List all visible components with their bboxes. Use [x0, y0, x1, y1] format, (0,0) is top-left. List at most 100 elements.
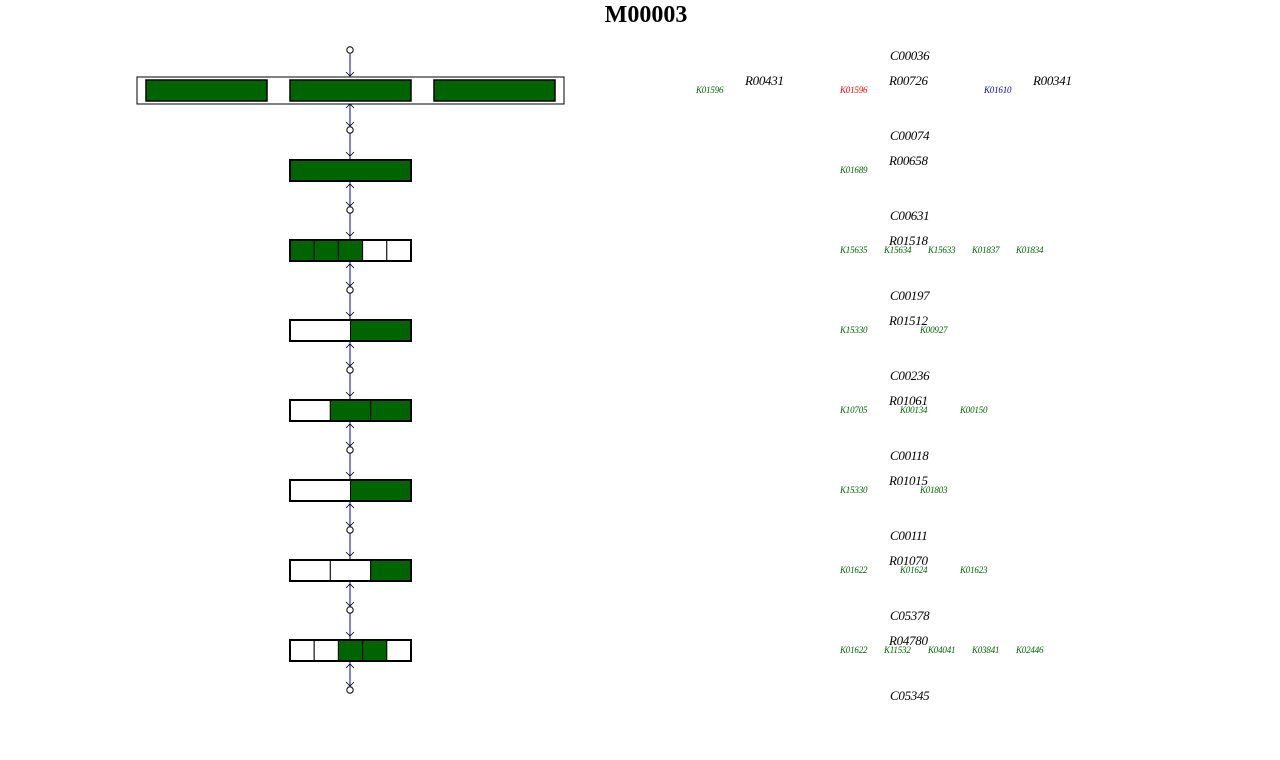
arrowhead [345, 471, 355, 477]
arrowhead [345, 281, 355, 287]
step-box[interactable] [362, 239, 388, 262]
ko-label[interactable]: K01610 [983, 85, 1012, 95]
ko-label[interactable]: K01803 [919, 485, 948, 495]
reaction-label[interactable]: R01518 [888, 233, 929, 248]
step-box[interactable] [337, 639, 364, 662]
compound-node[interactable] [346, 526, 354, 534]
compound-label[interactable]: C00118 [890, 448, 930, 463]
step-box-frame [289, 559, 412, 582]
ko-label[interactable]: K01623 [959, 565, 988, 575]
ko-label[interactable]: K15634 [883, 245, 912, 255]
ko-label[interactable]: K00927 [919, 325, 948, 335]
step-box[interactable] [350, 479, 412, 502]
ko-label[interactable]: K01622 [839, 565, 868, 575]
step-box[interactable] [370, 559, 412, 582]
ko-label[interactable]: K01689 [839, 165, 868, 175]
compound-node[interactable] [346, 46, 354, 54]
compound-label[interactable]: C00197 [890, 288, 930, 303]
step-box[interactable] [386, 239, 412, 262]
compound-node[interactable] [346, 446, 354, 454]
step-boxes [136, 76, 565, 662]
compound-label[interactable]: C00036 [890, 48, 930, 63]
ko-label[interactable]: K15330 [839, 325, 868, 335]
arrowhead [345, 311, 355, 317]
step-box[interactable] [289, 319, 351, 342]
arrowhead [345, 121, 355, 127]
arrowhead [345, 631, 355, 637]
step-box[interactable] [329, 559, 372, 582]
arrowhead [345, 343, 355, 349]
ko-label[interactable]: K01834 [1015, 245, 1044, 255]
arrowhead [345, 681, 355, 687]
compound-node[interactable] [346, 206, 354, 214]
arrowhead [345, 583, 355, 589]
compound-node[interactable] [346, 606, 354, 614]
compound-label[interactable]: C05345 [890, 688, 930, 703]
compound-label[interactable]: C00631 [890, 208, 930, 223]
ko-label[interactable]: K01624 [899, 565, 928, 575]
step-box[interactable] [350, 319, 412, 342]
step-box[interactable] [289, 399, 331, 422]
step-box[interactable] [289, 79, 412, 102]
compound-node[interactable] [346, 686, 354, 694]
compound-node[interactable] [346, 286, 354, 294]
reaction-label[interactable]: R00658 [888, 153, 929, 168]
reaction-label[interactable]: R00431 [744, 73, 784, 88]
ko-label[interactable]: K01622 [839, 645, 868, 655]
reaction-labels: R00431 R00726 R00341R00658R01518R01512R010… [744, 73, 1072, 648]
compound-label[interactable]: C00236 [890, 368, 930, 383]
reaction-label[interactable]: R01070 [888, 553, 929, 568]
step-box[interactable] [313, 239, 339, 262]
step-box[interactable] [289, 639, 315, 662]
ko-label[interactable]: K03841 [971, 645, 1000, 655]
arrowhead [345, 201, 355, 207]
ko-label[interactable]: K04041 [927, 645, 956, 655]
arrowhead [345, 71, 355, 77]
arrowhead [345, 503, 355, 509]
step-box[interactable] [433, 79, 556, 102]
step-box[interactable] [289, 559, 331, 582]
compound-label[interactable]: C05378 [890, 608, 930, 623]
step-box[interactable] [289, 239, 315, 262]
compound-label[interactable]: C00111 [890, 528, 928, 543]
ko-label[interactable]: K15635 [839, 245, 868, 255]
ko-label[interactable]: K01596 [839, 85, 868, 95]
ko-label[interactable]: K00150 [959, 405, 988, 415]
arrowhead [345, 521, 355, 527]
ko-label[interactable]: K01596 [695, 85, 724, 95]
ko-label[interactable]: K15633 [927, 245, 956, 255]
arrowhead [345, 103, 355, 109]
step-box[interactable] [329, 399, 372, 422]
reaction-label[interactable]: R01061 [888, 393, 928, 408]
ko-label[interactable]: K11532 [883, 645, 912, 655]
arrowhead [345, 601, 355, 607]
arrowhead [345, 441, 355, 447]
reaction-label[interactable]: R01015 [888, 473, 929, 488]
ko-label[interactable]: K00134 [899, 405, 928, 415]
step-box[interactable] [145, 79, 268, 102]
ko-label[interactable]: K02446 [1015, 645, 1044, 655]
reaction-label[interactable]: R00341 [1032, 73, 1072, 88]
step-box-frame [289, 479, 412, 502]
compound-node[interactable] [346, 126, 354, 134]
ko-label[interactable]: K15330 [839, 485, 868, 495]
reaction-label[interactable]: R00726 [888, 73, 929, 88]
step-box-frame [289, 319, 412, 342]
step-box[interactable] [313, 639, 339, 662]
ko-label[interactable]: K01837 [971, 245, 1000, 255]
reaction-label[interactable]: R04780 [888, 633, 929, 648]
arrowhead [345, 231, 355, 237]
compound-node[interactable] [346, 366, 354, 374]
arrowhead [345, 263, 355, 269]
step-box[interactable] [289, 479, 351, 502]
step-box[interactable] [337, 239, 364, 262]
step-box[interactable] [289, 159, 412, 182]
ko-label[interactable]: K10705 [839, 405, 868, 415]
reaction-label[interactable]: R01512 [888, 313, 929, 328]
step-box[interactable] [386, 639, 412, 662]
step-box[interactable] [362, 639, 388, 662]
step-box[interactable] [370, 399, 412, 422]
arrowhead [345, 183, 355, 189]
compound-label[interactable]: C00074 [890, 128, 930, 143]
